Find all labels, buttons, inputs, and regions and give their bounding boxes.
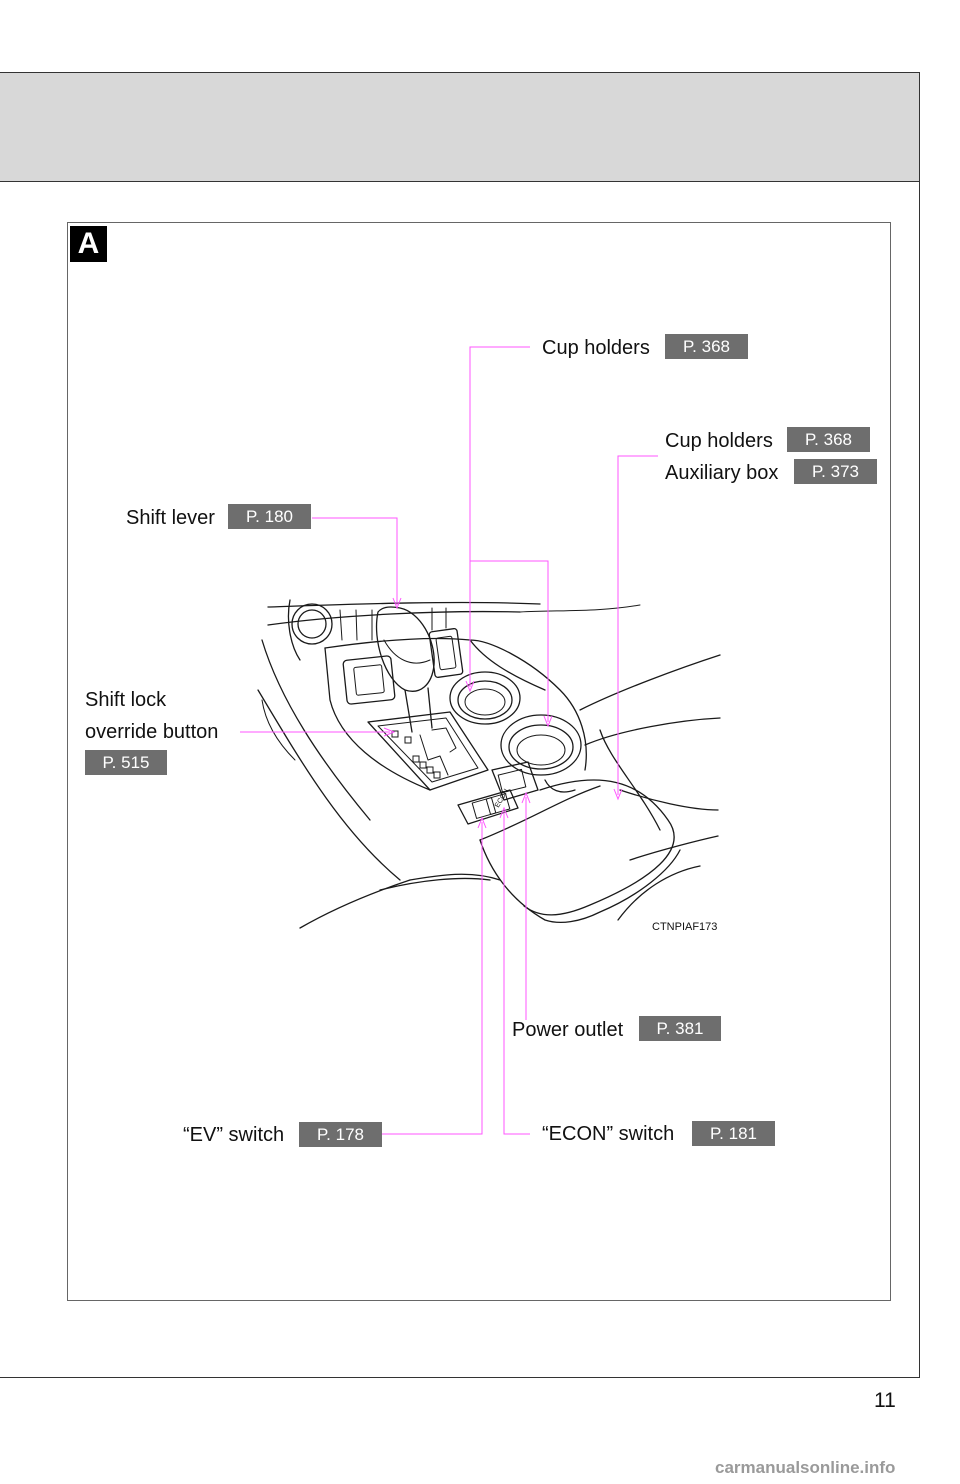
econ-switch-ref[interactable]: P. 181 [692,1121,775,1146]
shift-lever-label: Shift lever [126,507,215,529]
ev-switch-ref[interactable]: P. 178 [299,1122,382,1147]
cup-holders-front-label: Cup holders [542,337,650,359]
shift-lock-label-line2: override button [85,721,219,743]
power-outlet-label: Power outlet [512,1019,624,1041]
auxiliary-box-label: Auxiliary box [665,462,779,484]
gear-marks [391,730,441,779]
cup-holders-rear-label: Cup holders [665,430,773,452]
auxiliary-box-ref[interactable]: P. 373 [794,459,877,484]
illustration-code: CTNPIAF173 [652,921,718,933]
shift-lever-ref[interactable]: P. 180 [228,504,311,529]
header-band [0,72,920,182]
cup-holders-rear-ref[interactable]: P. 368 [787,427,870,452]
cup-holders-front-ref[interactable]: P. 368 [665,334,748,359]
right-margin-rule [919,180,920,1378]
leader-lines [240,346,658,1135]
bottom-rule [0,1377,920,1378]
shift-lock-ref[interactable]: P. 515 [85,750,167,775]
figure-frame [67,222,891,1301]
ev-switch-label: “EV” switch [183,1124,285,1146]
section-badge: A [70,226,107,262]
console-drawing [257,599,721,929]
watermark: carmanualsonline.info [715,1458,896,1477]
page-number: 11 [874,1389,896,1412]
leader-arrowheads [383,597,623,829]
shift-lock-label-line1: Shift lock [85,689,167,711]
power-outlet-ref[interactable]: P. 381 [639,1016,721,1041]
econ-switch-label: “ECON” switch [542,1123,675,1145]
